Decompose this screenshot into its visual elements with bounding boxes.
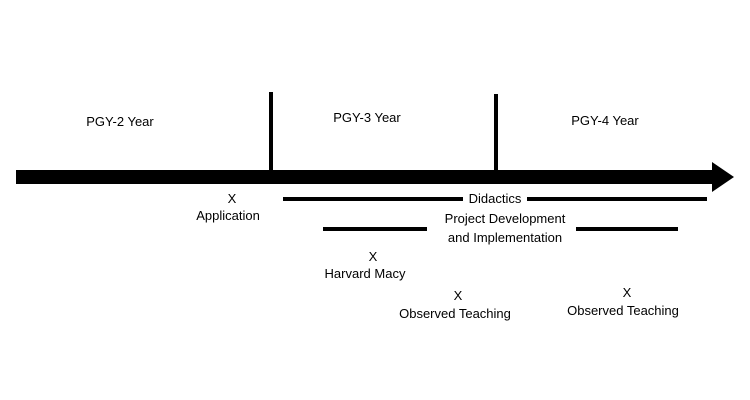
harvard-macy-label: Harvard Macy [324, 266, 406, 281]
year-label-pgy3: PGY-3 Year [333, 110, 401, 125]
application-label: Application [196, 208, 260, 223]
observed-teaching-2-marker: X [622, 285, 632, 300]
harvard-macy-marker: X [368, 249, 378, 264]
timeline-arrowhead [712, 162, 734, 192]
project-label-line1: Project Development [444, 211, 566, 226]
didactics-line-left [283, 197, 463, 201]
year-label-pgy4: PGY-4 Year [571, 113, 639, 128]
observed-teaching-1-label: Observed Teaching [399, 306, 511, 321]
divider-pgy3-pgy4 [494, 94, 498, 170]
year-label-pgy2: PGY-2 Year [86, 114, 154, 129]
observed-teaching-1-marker: X [453, 288, 463, 303]
timeline-shaft [16, 170, 716, 184]
didactics-label: Didactics [468, 191, 522, 206]
project-line-left [323, 227, 427, 231]
project-line-right [576, 227, 678, 231]
project-label-line2: and Implementation [447, 230, 563, 245]
didactics-line-right [527, 197, 707, 201]
divider-pgy2-pgy3 [269, 92, 273, 170]
application-marker: X [227, 191, 237, 206]
observed-teaching-2-label: Observed Teaching [567, 303, 679, 318]
